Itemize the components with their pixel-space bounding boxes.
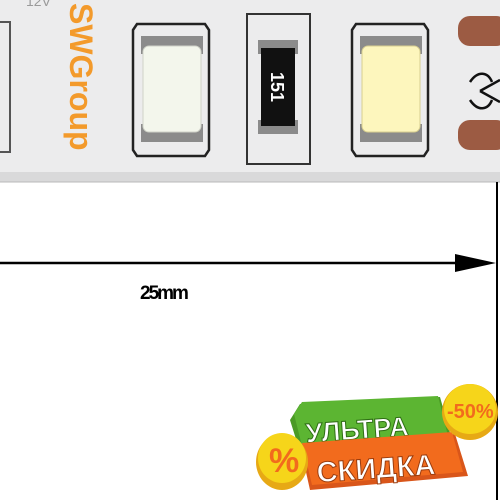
scissors-icon: [468, 72, 500, 110]
voltage-label: 12V: [26, 0, 52, 9]
strip-bottom-edge: [0, 172, 500, 182]
led-1: [131, 22, 211, 158]
led-2: [350, 22, 430, 158]
dimension-label: 25mm: [140, 283, 189, 304]
copper-pad-top: [458, 16, 500, 46]
dimension-arrow-icon: [455, 254, 496, 272]
resistor: [246, 13, 311, 165]
brand-label: SWGroup: [63, 3, 99, 151]
copper-pad-bottom: [458, 120, 500, 150]
left-component-outline: [0, 21, 11, 153]
resistor-code: 151: [267, 72, 287, 102]
